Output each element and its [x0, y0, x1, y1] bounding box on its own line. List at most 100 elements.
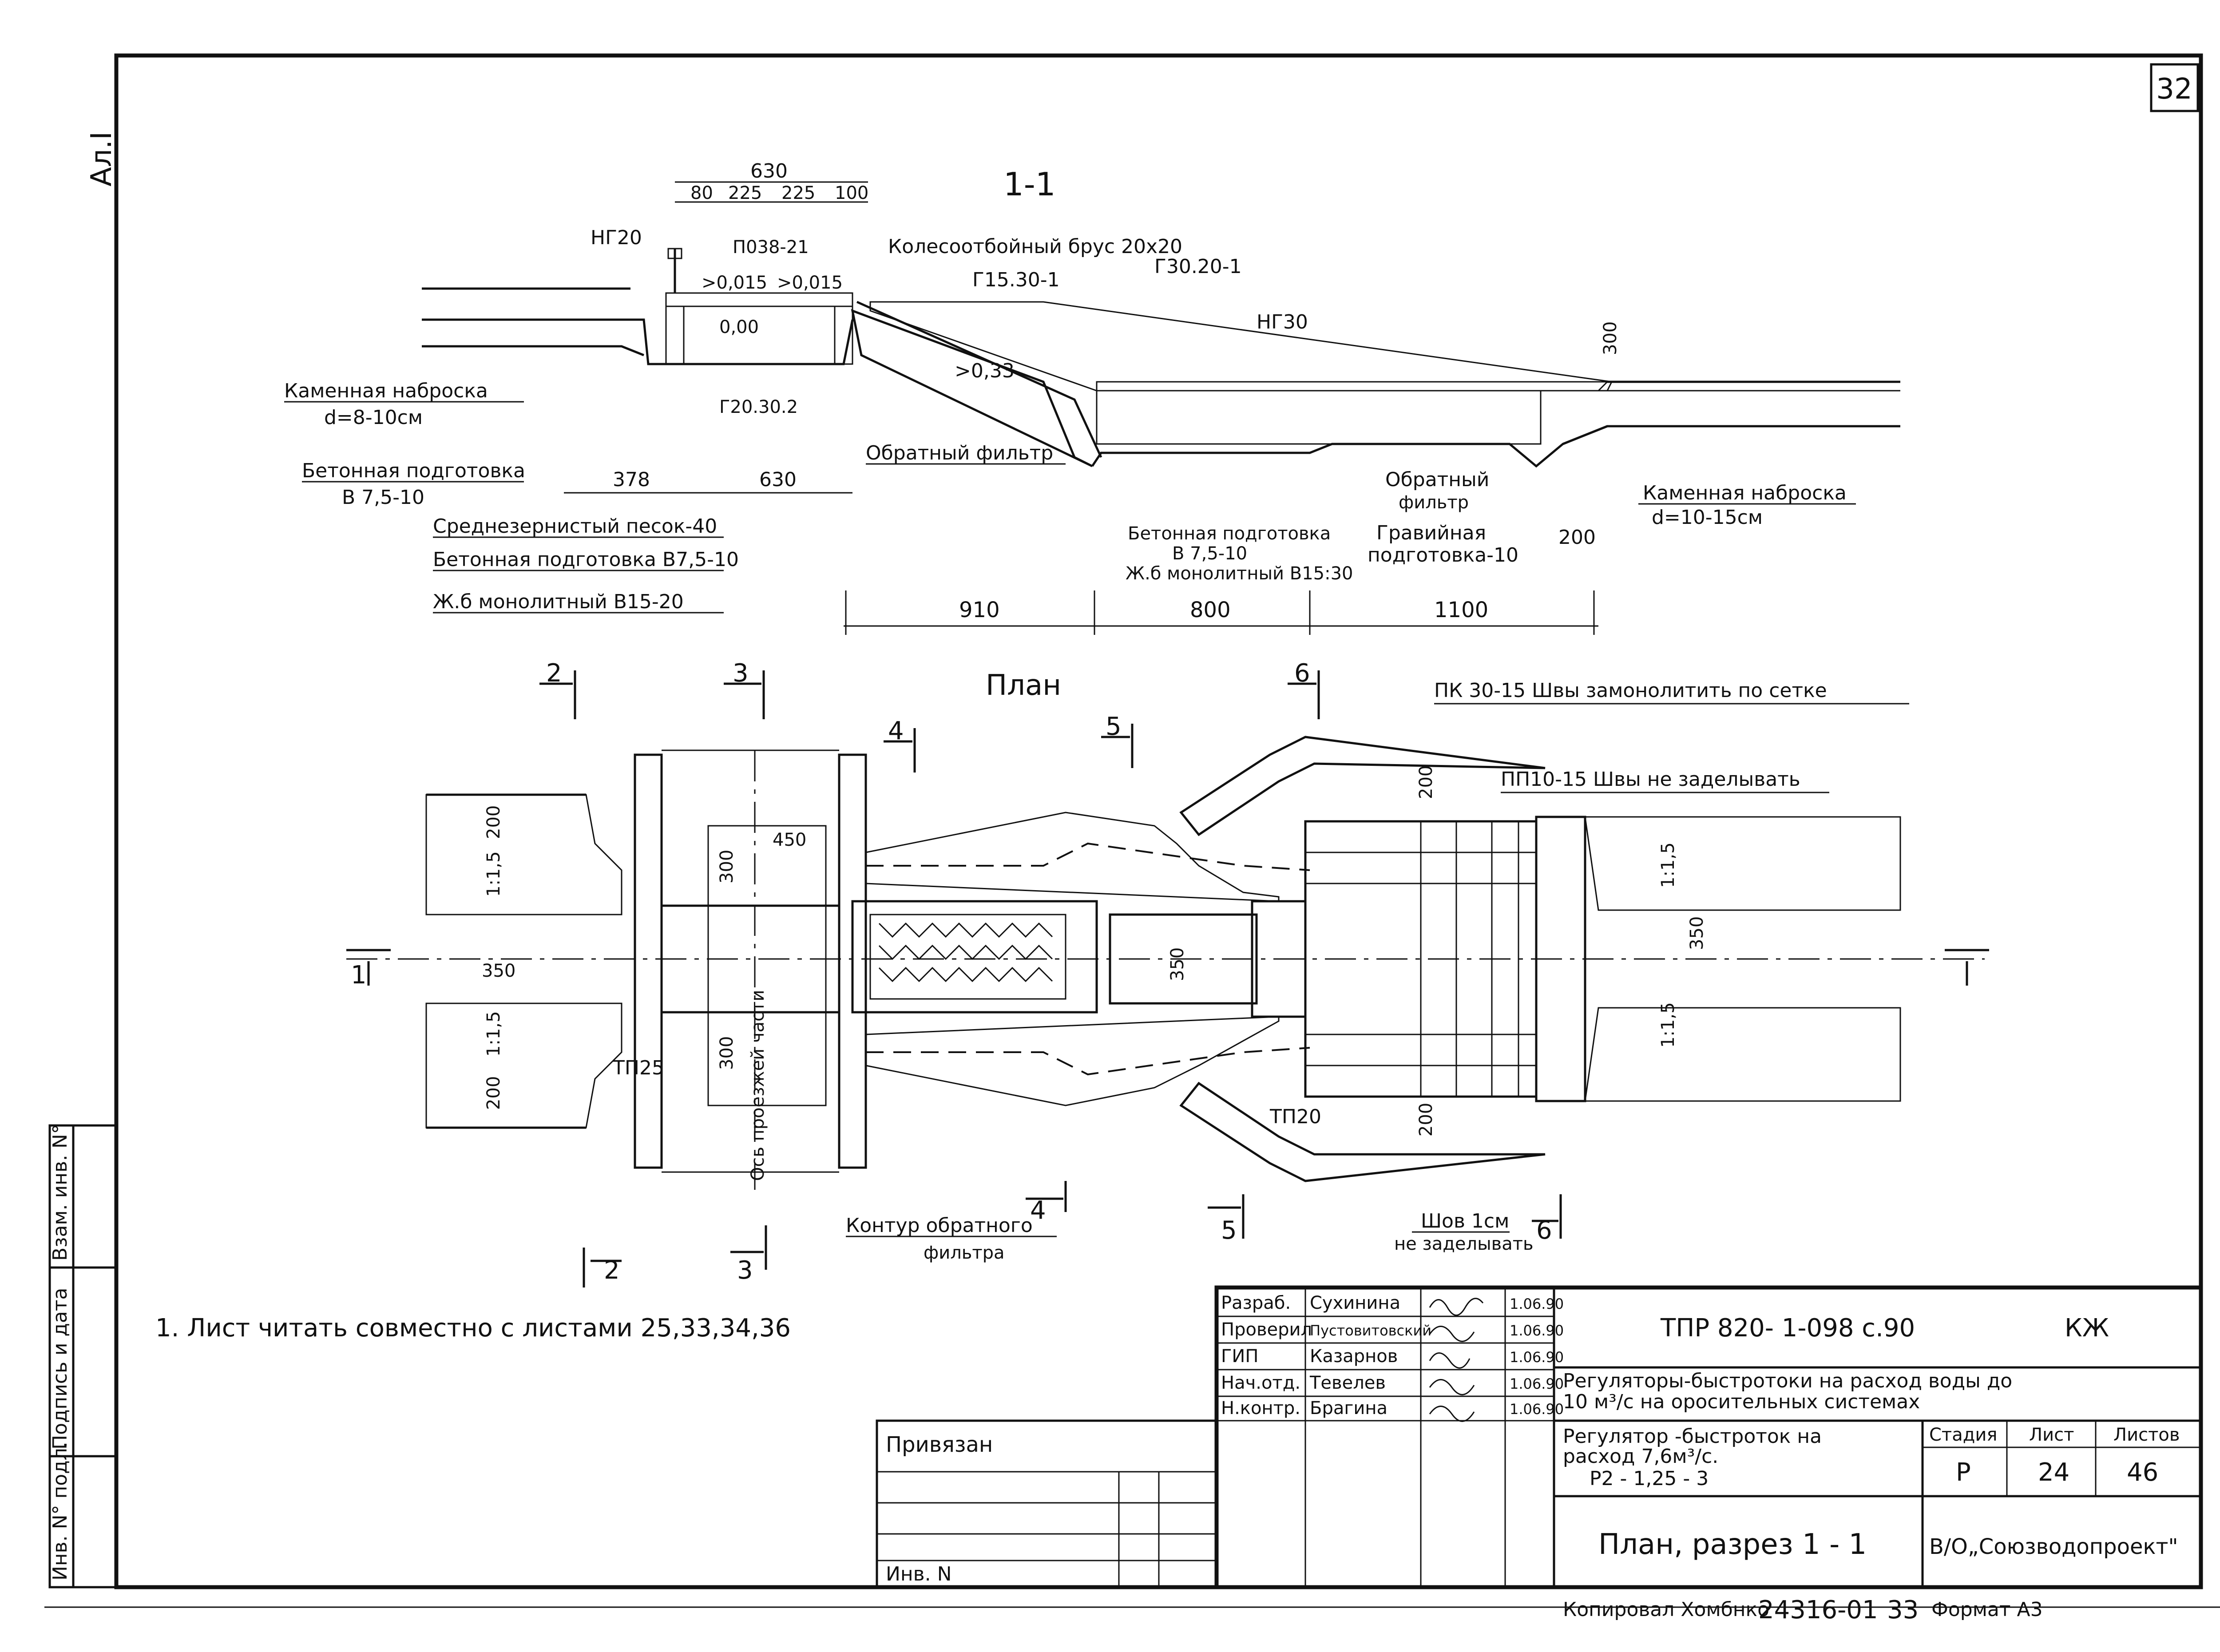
- plan-title: План: [986, 669, 1061, 702]
- dim-plan-slope-b: 1:1,5: [484, 1011, 504, 1057]
- sig-name-3: Тевелев: [1309, 1373, 1386, 1393]
- label-kam2b: d=10-15см: [1652, 506, 1763, 529]
- dim-910: 910: [959, 598, 1000, 622]
- corner-mark: Ал.I: [85, 131, 118, 186]
- cut-2-top: 2: [546, 659, 562, 688]
- label-pesok: Среднезернистый песок-40: [433, 515, 717, 538]
- dim-225b: 225: [781, 183, 815, 203]
- dim-plan-slope-a: 1:1,5: [484, 851, 504, 897]
- label-g2030: Г20.30.2: [719, 397, 798, 417]
- label-p038: П038-21: [733, 237, 809, 258]
- label-obr2: Обратный: [1385, 468, 1489, 491]
- dim-100: 100: [835, 183, 868, 203]
- dim-1100: 1100: [1434, 598, 1488, 622]
- label-pk: ПК 30-15 Швы замонолитить по сетке: [1434, 679, 1827, 702]
- dim-plan-slope-c: 1:1,5: [1658, 842, 1678, 888]
- label-beton2: Бетонная подготовка В7,5-10: [433, 548, 739, 571]
- label-g3020: Г30.20-1: [1154, 255, 1242, 278]
- signature-marks: [1429, 1298, 1484, 1422]
- label-shov: Шов 1см: [1421, 1210, 1509, 1232]
- dim-plan-350c: 350: [1687, 916, 1707, 950]
- label-ng30: НГ30: [1257, 311, 1308, 333]
- sig-role-4: Н.контр.: [1221, 1398, 1300, 1418]
- object-line1: Регулятор -быстроток на: [1563, 1425, 1822, 1448]
- dim-plan-350a: 350: [482, 961, 515, 981]
- sheet-number-box: [2150, 63, 2199, 112]
- sig-role-1: Проверил: [1221, 1319, 1312, 1340]
- strip-sign: Подпись и дата: [49, 1288, 71, 1450]
- footer-copied: Копировал Хомбнко: [1563, 1598, 1769, 1621]
- sheets-value: 46: [2127, 1458, 2158, 1487]
- inv-label: Инв. N: [886, 1563, 952, 1585]
- label-zhb2: Ж.б монолитный В15:30: [1126, 563, 1353, 584]
- cut-4-top: 4: [888, 717, 904, 745]
- cut-2-bottom: 2: [604, 1256, 620, 1285]
- cut-5-bottom: 5: [1221, 1216, 1237, 1245]
- label-kolesoot: Колесоотбойный брус 20х20: [888, 235, 1182, 258]
- doc-code: ТПР 820- 1-098 с.90: [1660, 1314, 1915, 1343]
- dim-800: 800: [1190, 598, 1231, 622]
- project-line1: Регуляторы-быстротоки на расход воды до: [1563, 1370, 2012, 1392]
- dim-plan-200d: 200: [1416, 1103, 1436, 1137]
- cut-6-top: 6: [1294, 659, 1310, 688]
- label-gravb: подготовка-10: [1368, 544, 1518, 567]
- chevron-pattern: [878, 922, 1053, 982]
- label-konturb: фильтра: [924, 1243, 1005, 1263]
- footer-page: 33: [1887, 1596, 1919, 1624]
- label-ng20: НГ20: [591, 226, 642, 249]
- sig-date-2: 1.06.90: [1510, 1349, 1564, 1366]
- left-stamp-strip: Инв. N° подл. Подпись и дата Взам. инв. …: [48, 1124, 118, 1589]
- label-kam2: Каменная наброска: [1643, 482, 1847, 504]
- dim-plan-200c: 200: [1416, 765, 1436, 799]
- slope-1: >0,015: [702, 273, 767, 293]
- section-title: 1-1: [1003, 166, 1056, 203]
- sheets-header: Листов: [2113, 1425, 2180, 1445]
- label-obr1: Обратный фильтр: [866, 442, 1053, 464]
- sig-date-1: 1.06.90: [1510, 1322, 1564, 1339]
- slope-2: >0,015: [777, 273, 843, 293]
- label-beton1: Бетонная подготовка: [302, 460, 525, 482]
- title-block: Привязан Инв. N Разраб. Сухинина 1.06.90…: [876, 1285, 2203, 1589]
- label-axis-road: Ось проезжей части: [748, 990, 768, 1181]
- label-kam1: Каменная наброска: [284, 380, 488, 402]
- section-1-1: 1-1 630 80 225 225 100 НГ20 П038-21 Ко: [284, 160, 1900, 635]
- dim-630-top: 630: [750, 160, 788, 182]
- sig-name-4: Брагина: [1310, 1398, 1388, 1418]
- sheet-number: 32: [2156, 73, 2192, 106]
- sheet-value: 24: [2038, 1458, 2069, 1487]
- label-obr2b: фильтр: [1399, 492, 1469, 513]
- dim-200: 200: [1558, 526, 1596, 549]
- sheet-header: Лист: [2029, 1425, 2074, 1445]
- sig-name-1: Пустовитовский: [1310, 1322, 1431, 1339]
- sig-name-2: Казарнов: [1310, 1346, 1398, 1367]
- stage-value: Р: [1956, 1458, 1971, 1487]
- plan-view: План: [346, 659, 1989, 1288]
- object-line3: Р2 - 1,25 - 3: [1590, 1467, 1709, 1490]
- cut-3-bottom: 3: [737, 1256, 753, 1285]
- doc-mark: КЖ: [2065, 1314, 2109, 1343]
- privyazan-label: Привязан: [886, 1432, 993, 1457]
- label-grav: Гравийная: [1376, 522, 1486, 544]
- dim-plan-200b: 200: [484, 1076, 504, 1110]
- project-line2: 10 м³/с на оросительных системах: [1563, 1391, 1920, 1413]
- label-beton1b: В 7,5-10: [342, 486, 424, 509]
- dim-plan-slope-d: 1:1,5: [1658, 1002, 1678, 1048]
- slope-3: >0,33: [955, 360, 1015, 382]
- dim-225a: 225: [728, 183, 762, 203]
- footer-number: 24316-01: [1758, 1596, 1878, 1624]
- label-tp25: ТП25: [612, 1057, 664, 1079]
- cut-4-bottom: 4: [1030, 1196, 1046, 1225]
- sig-name-0: Сухинина: [1310, 1293, 1400, 1313]
- label-zhb1: Ж.б монолитный В15-20: [433, 590, 684, 613]
- dim-plan-200a: 200: [484, 805, 504, 839]
- sig-date-4: 1.06.90: [1510, 1401, 1564, 1418]
- drawing-name: План, разрез 1 - 1: [1598, 1528, 1867, 1561]
- label-beton3b: В 7,5-10: [1172, 543, 1247, 564]
- cut-5-top: 5: [1106, 712, 1122, 741]
- strip-inv: Инв. N° подл.: [49, 1442, 71, 1581]
- dim-plan-300b: 300: [717, 1036, 737, 1070]
- cut-6-bottom: 6: [1536, 1216, 1552, 1245]
- dim-plan-450: 450: [773, 830, 806, 850]
- dim-300: 300: [1600, 321, 1621, 355]
